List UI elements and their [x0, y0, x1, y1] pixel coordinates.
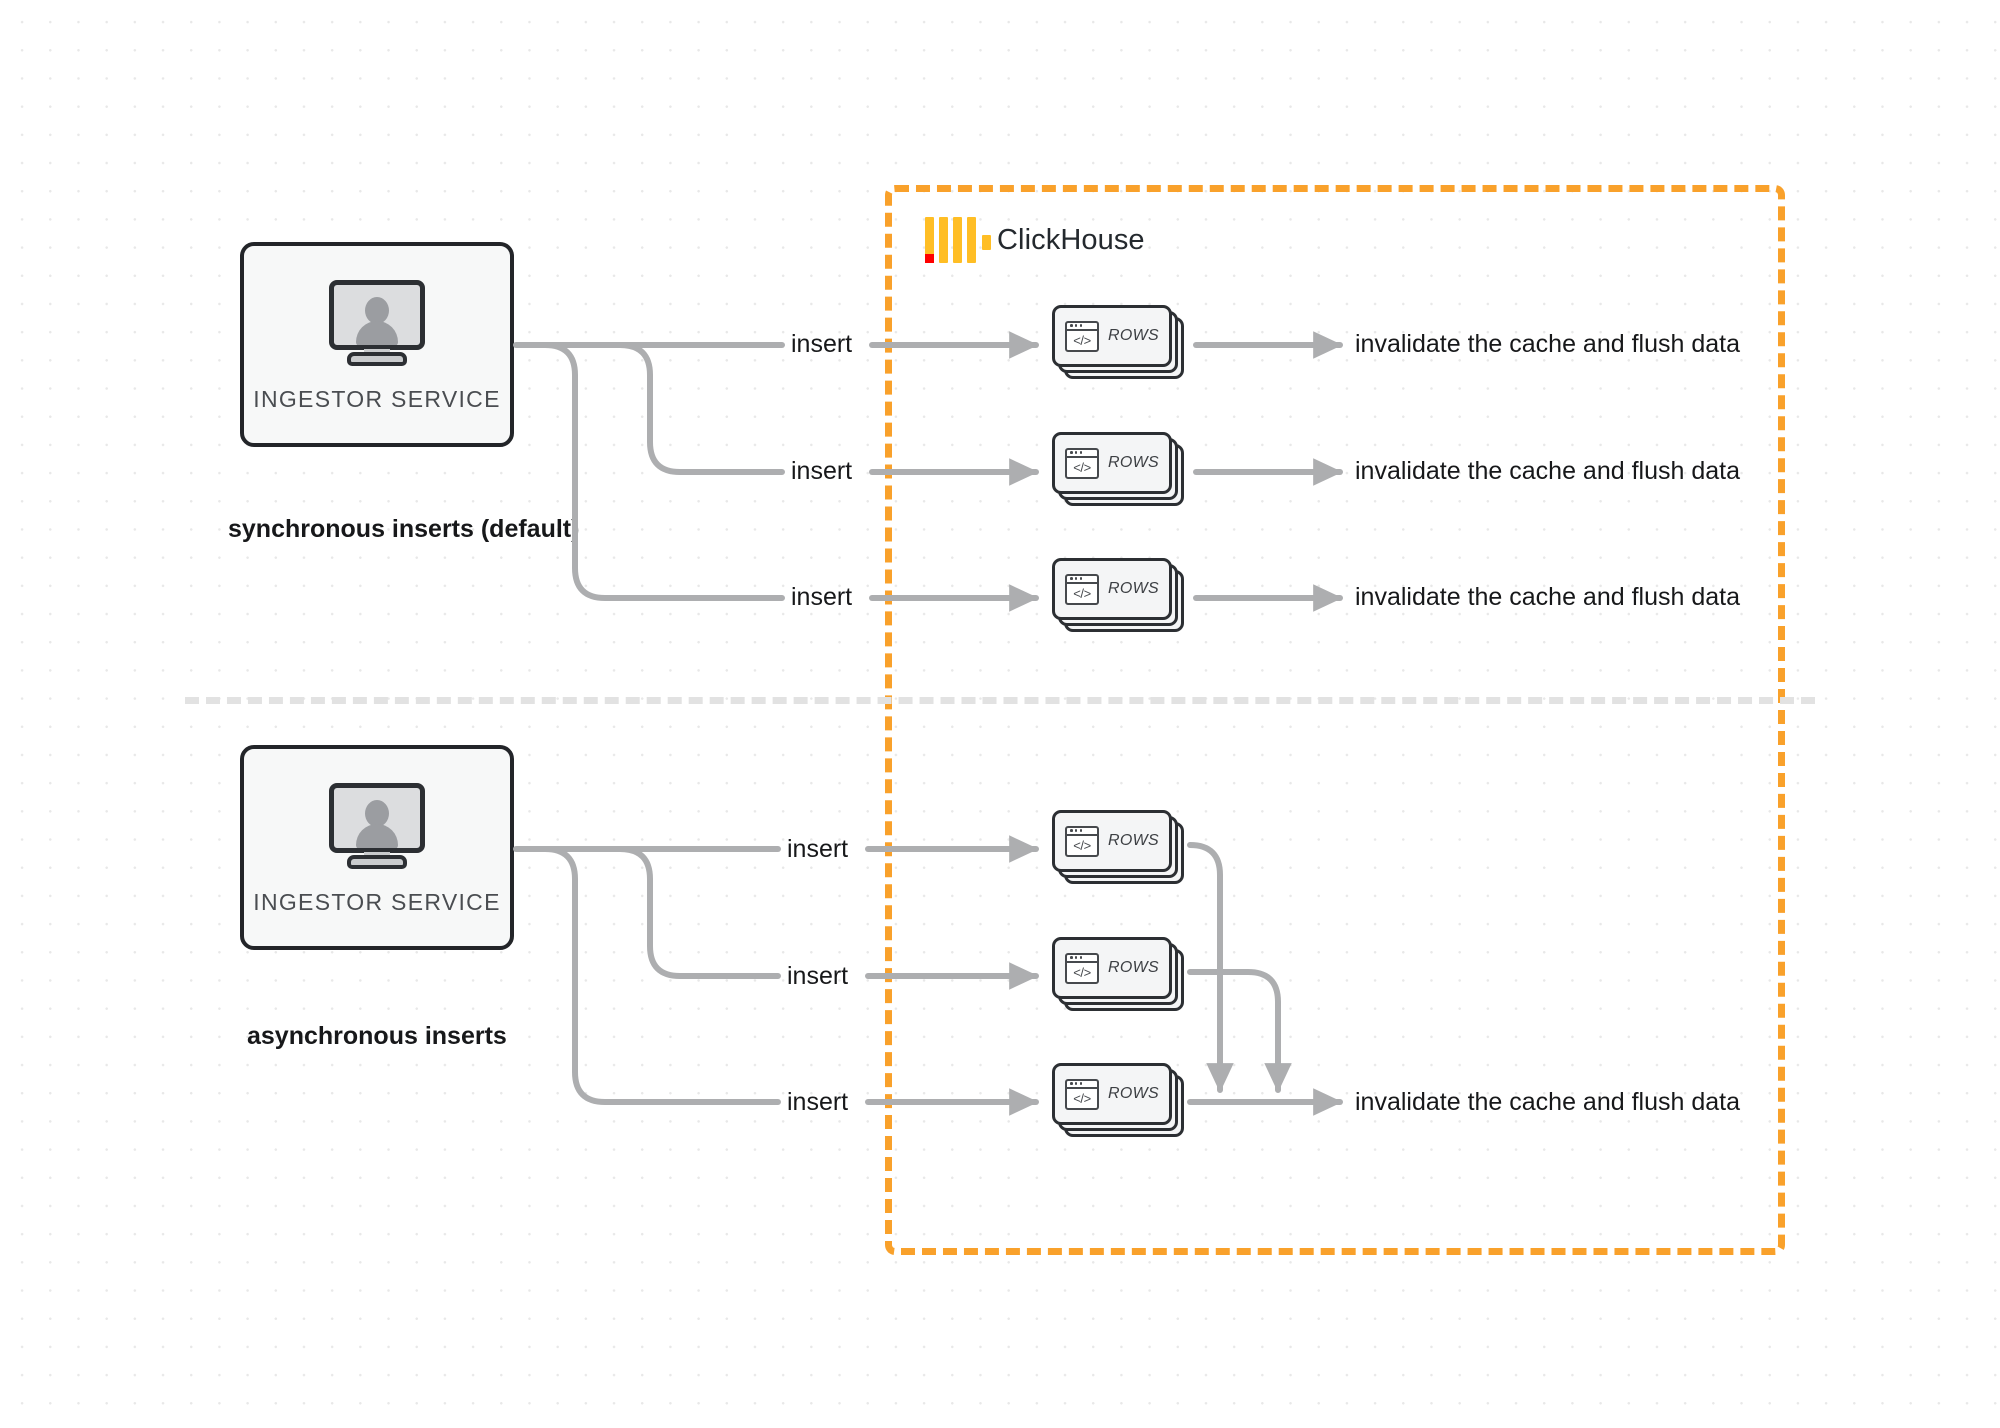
edge-label-insert-async-3: insert [787, 1088, 849, 1116]
rows-node-label: ROWS [1108, 327, 1159, 344]
rows-node-async-3[interactable]: </> ROWS [1052, 1063, 1184, 1137]
wire-sync-source-2 [557, 342, 785, 475]
monitor-user-icon [329, 783, 425, 869]
code-window-icon: </> [1065, 1078, 1099, 1110]
edge-label-insert-sync-2: insert [791, 457, 853, 485]
section-divider [185, 697, 1815, 704]
section-caption-async: asynchronous inserts [247, 1022, 507, 1050]
code-window-icon: </> [1065, 825, 1099, 857]
ingestor-service-label-sync: INGESTOR SERVICE [253, 386, 501, 412]
code-window-icon: </> [1065, 573, 1099, 605]
rows-node-sync-2[interactable]: </> ROWS [1052, 432, 1184, 506]
edge-label-insert-sync-1: insert [791, 330, 853, 358]
edge-label-insert-async-1: insert [787, 835, 849, 863]
ingestor-service-async[interactable]: INGESTOR SERVICE [240, 745, 514, 950]
edge-label-insert-sync-3: insert [791, 583, 853, 611]
clickhouse-logo-icon [925, 217, 991, 263]
code-window-icon: </> [1065, 320, 1099, 352]
rows-node-label: ROWS [1108, 454, 1159, 471]
rows-node-label: ROWS [1108, 580, 1159, 597]
rows-node-label: ROWS [1108, 959, 1159, 976]
rows-node-label: ROWS [1108, 1085, 1159, 1102]
clickhouse-logo-dot [982, 235, 991, 250]
edge-label-insert-async-2: insert [787, 962, 849, 990]
wire-async-source-2 [557, 846, 781, 979]
edge-label-outcome-sync-1: invalidate the cache and flush data [1355, 330, 1740, 358]
edge-label-outcome-sync-3: invalidate the cache and flush data [1355, 583, 1740, 611]
section-caption-sync: synchronous inserts (default) [228, 515, 580, 543]
rows-node-async-2[interactable]: </> ROWS [1052, 937, 1184, 1011]
rows-node-sync-3[interactable]: </> ROWS [1052, 558, 1184, 632]
wire-sync-source-3 [527, 342, 785, 601]
rows-node-sync-1[interactable]: </> ROWS [1052, 305, 1184, 379]
monitor-user-icon [329, 280, 425, 366]
rows-node-label: ROWS [1108, 832, 1159, 849]
code-window-icon: </> [1065, 952, 1099, 984]
edge-label-outcome-async-merged: invalidate the cache and flush data [1355, 1088, 1740, 1116]
ingestor-service-label-async: INGESTOR SERVICE [253, 889, 501, 915]
clickhouse-logo-red-square [925, 254, 934, 263]
code-window-icon: </> [1065, 447, 1099, 479]
clickhouse-title: ClickHouse [997, 223, 1145, 256]
rows-node-async-1[interactable]: </> ROWS [1052, 810, 1184, 884]
edge-label-outcome-sync-2: invalidate the cache and flush data [1355, 457, 1740, 485]
wire-async-source-3 [527, 846, 781, 1105]
clickhouse-logo-group: ClickHouse [925, 217, 1145, 263]
clickhouse-boundary [885, 185, 1785, 1255]
ingestor-service-sync[interactable]: INGESTOR SERVICE [240, 242, 514, 447]
